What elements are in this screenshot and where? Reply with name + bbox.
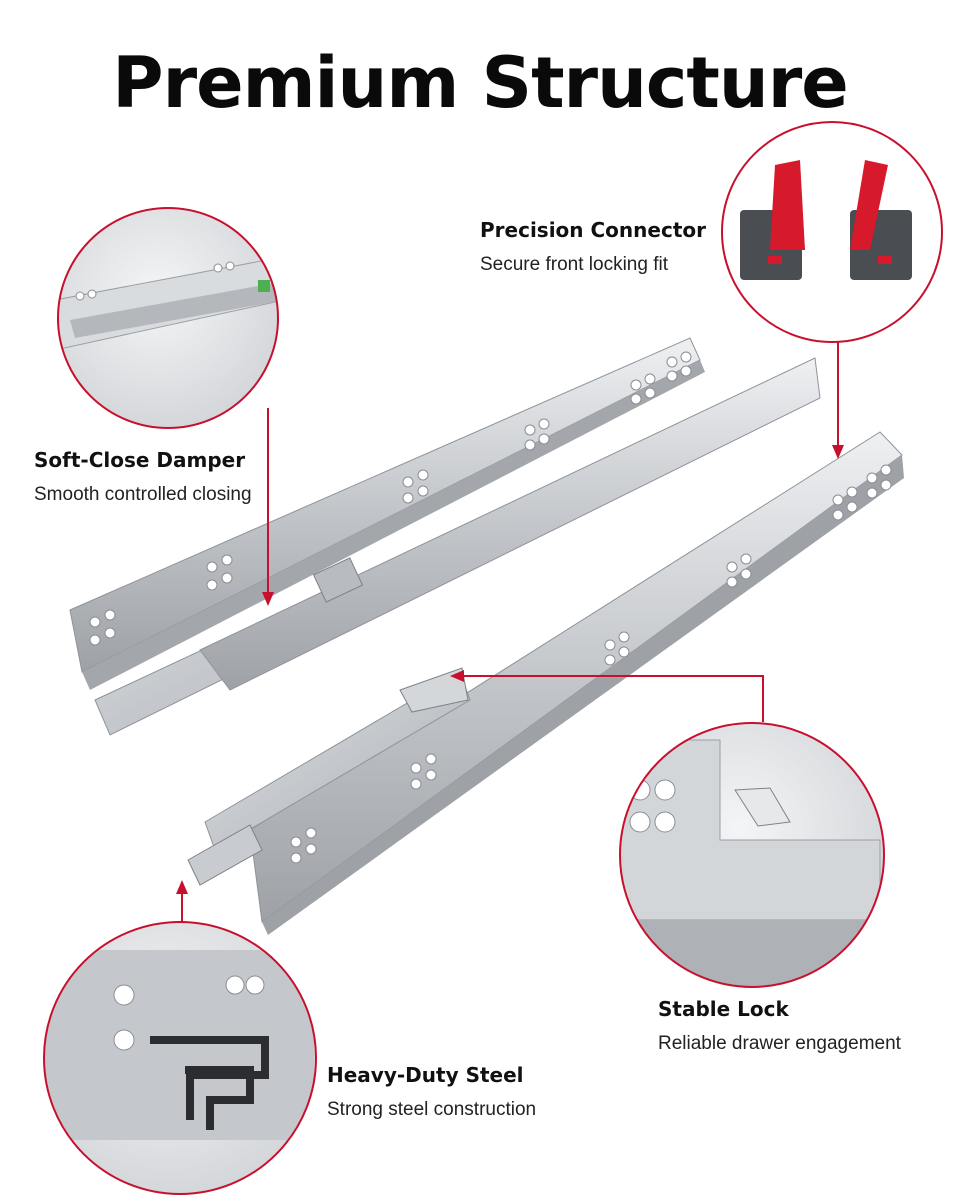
- feature-heading: Precision Connector: [480, 218, 706, 242]
- feature-description: Strong steel construction: [327, 1099, 537, 1120]
- feature-heavy-duty-steel: Heavy-Duty Steel Strong steel constructi…: [327, 1063, 536, 1121]
- page-title: Premium Structure: [112, 42, 848, 124]
- feature-description: Reliable drawer engagement: [658, 1033, 901, 1054]
- feature-description: Secure front locking fit: [480, 254, 668, 275]
- soft-close-damper-zoom: [57, 207, 279, 429]
- precision-connector-zoom: [721, 121, 943, 343]
- feature-description: Smooth controlled closing: [34, 484, 252, 505]
- feature-heading: Soft-Close Damper: [34, 448, 246, 472]
- feature-heading: Stable Lock: [658, 997, 789, 1021]
- stable-lock-zoom: [619, 722, 885, 988]
- left-drawer-slide: [69, 337, 821, 736]
- heavy-duty-steel-zoom: [43, 921, 317, 1195]
- feature-stable-lock: Stable Lock Reliable drawer engagement: [658, 997, 901, 1055]
- feature-heading: Heavy-Duty Steel: [327, 1063, 524, 1087]
- feature-soft-close-damper: Soft-Close Damper Smooth controlled clos…: [34, 448, 252, 506]
- callout-pointers: [176, 342, 844, 922]
- feature-precision-connector: Precision Connector Secure front locking…: [480, 218, 706, 276]
